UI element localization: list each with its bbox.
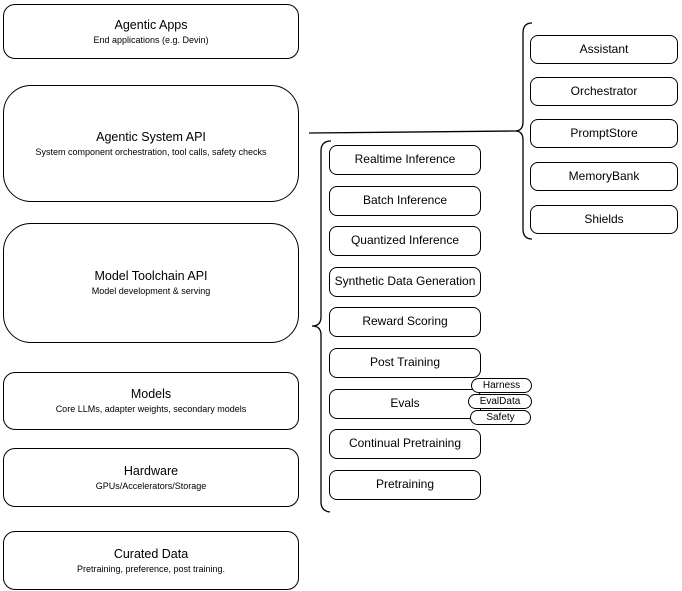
node-batch-inference: Batch Inference bbox=[329, 186, 481, 216]
node-title: Synthetic Data Generation bbox=[334, 274, 476, 289]
node-title: Batch Inference bbox=[362, 193, 448, 208]
node-evals: Evals bbox=[329, 389, 481, 419]
node-agentic-apps: Agentic Apps End applications (e.g. Devi… bbox=[3, 4, 299, 59]
node-title: Model Toolchain API bbox=[94, 269, 208, 284]
node-quantized-inference: Quantized Inference bbox=[329, 226, 481, 256]
node-memorybank: MemoryBank bbox=[530, 162, 678, 191]
node-title: Realtime Inference bbox=[354, 152, 456, 167]
node-subtitle: Pretraining, preference, post training. bbox=[76, 563, 226, 574]
node-shields: Shields bbox=[530, 205, 678, 234]
node-model-toolchain-api: Model Toolchain API Model development & … bbox=[3, 223, 299, 343]
node-subtitle: Model development & serving bbox=[91, 286, 211, 297]
node-title: Orchestrator bbox=[570, 83, 638, 98]
node-title: Agentic Apps bbox=[114, 17, 188, 32]
node-subtitle: End applications (e.g. Devin) bbox=[93, 34, 209, 45]
node-orchestrator: Orchestrator bbox=[530, 77, 678, 106]
node-title: Continual Pretraining bbox=[348, 436, 462, 451]
node-agentic-system-api: Agentic System API System component orch… bbox=[3, 85, 299, 202]
node-title: Post Training bbox=[369, 355, 441, 370]
node-title: Assistant bbox=[579, 41, 629, 56]
system-api-connector-line bbox=[308, 130, 516, 134]
node-title: Hardware bbox=[123, 463, 179, 478]
node-title: Models bbox=[130, 387, 172, 402]
eval-tag-label: EvalData bbox=[479, 395, 521, 407]
node-continual-pretraining: Continual Pretraining bbox=[329, 429, 481, 459]
node-subtitle: System component orchestration, tool cal… bbox=[35, 146, 267, 157]
eval-tag-harness: Harness bbox=[471, 378, 532, 393]
node-synthetic-data-generation: Synthetic Data Generation bbox=[329, 267, 481, 297]
node-subtitle: Core LLMs, adapter weights, secondary mo… bbox=[55, 404, 247, 415]
node-reward-scoring: Reward Scoring bbox=[329, 307, 481, 337]
node-assistant: Assistant bbox=[530, 35, 678, 64]
node-models: Models Core LLMs, adapter weights, secon… bbox=[3, 372, 299, 430]
node-post-training: Post Training bbox=[329, 348, 481, 378]
eval-tag-safety: Safety bbox=[470, 410, 531, 425]
node-hardware: Hardware GPUs/Accelerators/Storage bbox=[3, 448, 299, 507]
node-title: Curated Data bbox=[113, 546, 189, 561]
eval-tag-label: Safety bbox=[486, 411, 515, 423]
node-title: Agentic System API bbox=[96, 129, 206, 144]
node-title: Reward Scoring bbox=[362, 314, 448, 329]
node-title: Pretraining bbox=[375, 477, 435, 492]
eval-tag-evaldata: EvalData bbox=[468, 394, 532, 409]
node-title: Shields bbox=[584, 211, 624, 226]
node-subtitle: GPUs/Accelerators/Storage bbox=[95, 480, 207, 491]
node-curated-data: Curated Data Pretraining, preference, po… bbox=[3, 531, 299, 590]
node-title: Evals bbox=[390, 396, 420, 411]
node-realtime-inference: Realtime Inference bbox=[329, 145, 481, 175]
node-promptstore: PromptStore bbox=[530, 119, 678, 148]
node-title: PromptStore bbox=[570, 125, 638, 140]
node-title: Quantized Inference bbox=[350, 233, 460, 248]
node-title: MemoryBank bbox=[568, 168, 640, 183]
node-pretraining: Pretraining bbox=[329, 470, 481, 500]
eval-tag-label: Harness bbox=[482, 379, 521, 391]
